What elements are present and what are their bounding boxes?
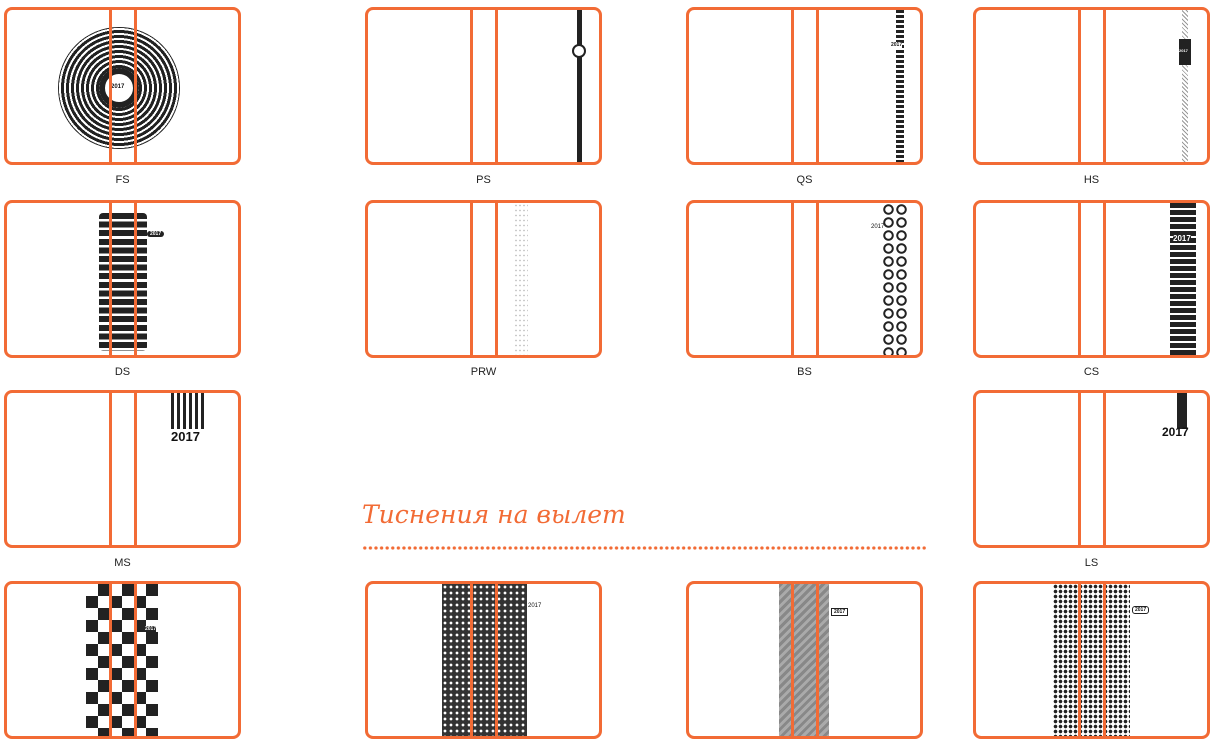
- pattern-stripe: [1182, 10, 1188, 162]
- cover-cs[interactable]: 2017: [973, 200, 1210, 358]
- cover-label: BS: [797, 366, 812, 378]
- year-text: 2017: [111, 84, 125, 90]
- spine-line: [134, 203, 137, 355]
- spine-line: [1103, 584, 1106, 736]
- bars-pattern: [99, 213, 147, 351]
- section-title: Тиснения на вылет: [362, 500, 626, 529]
- year-text: 2017: [145, 626, 157, 632]
- spine-line: [1078, 203, 1081, 355]
- year-text: 2017: [147, 231, 165, 237]
- cover-full-bleed-dots[interactable]: 2017: [973, 581, 1210, 739]
- year-text: 2017: [1132, 606, 1150, 614]
- cover-full-bleed-hex[interactable]: 2017: [365, 581, 602, 739]
- cover-label: CS: [1083, 366, 1100, 378]
- year-text: 2017: [1173, 234, 1191, 243]
- cover-full-bleed-gray[interactable]: 2017: [686, 581, 923, 739]
- spine-line: [109, 203, 112, 355]
- cover-label: FS: [115, 174, 130, 186]
- dot-pattern: [1053, 584, 1130, 736]
- cover-label: MS: [114, 557, 131, 569]
- diamond-pattern: [86, 584, 158, 736]
- spine-line: [1078, 10, 1081, 162]
- spine-line: [816, 203, 819, 355]
- year-text: 2017: [831, 608, 849, 616]
- cover-prw[interactable]: [365, 200, 602, 358]
- year-text: 2017: [871, 224, 885, 230]
- spine-line: [109, 584, 112, 736]
- emblem-icon: [572, 44, 586, 58]
- cover-label: DS: [114, 366, 131, 378]
- spine-line: [134, 10, 137, 162]
- spine-line: [109, 10, 112, 162]
- brick-stripe: [1170, 203, 1196, 355]
- spine-line: [791, 584, 794, 736]
- cover-label: PS: [476, 174, 491, 186]
- lace-stripe: [882, 203, 909, 355]
- gray-pattern: [779, 584, 829, 736]
- cover-ls[interactable]: 2017: [973, 390, 1210, 548]
- spine-line: [1103, 10, 1106, 162]
- cover-fs[interactable]: 2017: [4, 7, 241, 165]
- spine-line: [816, 10, 819, 162]
- cover-full-bleed-diamonds[interactable]: 2017: [4, 581, 241, 739]
- arrows-pattern: [171, 393, 207, 429]
- year-text: 2017: [171, 429, 200, 444]
- cover-bs[interactable]: 2017: [686, 200, 923, 358]
- spine-line: [495, 203, 498, 355]
- year-text: 2017: [1179, 48, 1188, 53]
- cover-label: QS: [796, 174, 813, 186]
- spine-line: [816, 584, 819, 736]
- spine-line: [1103, 393, 1106, 545]
- spine-line: [495, 10, 498, 162]
- ribbon-bar: [1177, 393, 1187, 429]
- spine-line: [1078, 584, 1081, 736]
- spine-line: [134, 584, 137, 736]
- dotted-stripe: [514, 203, 528, 355]
- cover-hs[interactable]: 2017: [973, 7, 1210, 165]
- spine-line: [470, 203, 473, 355]
- year-text: 2017: [891, 42, 903, 48]
- cover-qs[interactable]: 2017: [686, 7, 923, 165]
- spine-line: [495, 584, 498, 736]
- spine-line: [791, 203, 794, 355]
- spine-line: [109, 393, 112, 545]
- hex-pattern: [442, 584, 527, 736]
- cover-ps[interactable]: [365, 7, 602, 165]
- spine-line: [1078, 393, 1081, 545]
- dotted-divider: [362, 546, 926, 550]
- year-badge: [1179, 39, 1191, 65]
- spine-line: [470, 584, 473, 736]
- pattern-stripe: [896, 10, 904, 162]
- ribbon-stripe: [577, 10, 582, 162]
- year-text: 2017: [528, 603, 542, 609]
- spine-line: [470, 10, 473, 162]
- cover-label: PRW: [470, 366, 497, 378]
- cover-label: HS: [1083, 174, 1100, 186]
- spine-line: [1103, 203, 1106, 355]
- spine-line: [791, 10, 794, 162]
- year-text: 2017: [1162, 425, 1189, 439]
- spine-line: [134, 393, 137, 545]
- cover-ms[interactable]: 2017: [4, 390, 241, 548]
- cover-label: LS: [1084, 557, 1099, 569]
- cover-ds[interactable]: 2017: [4, 200, 241, 358]
